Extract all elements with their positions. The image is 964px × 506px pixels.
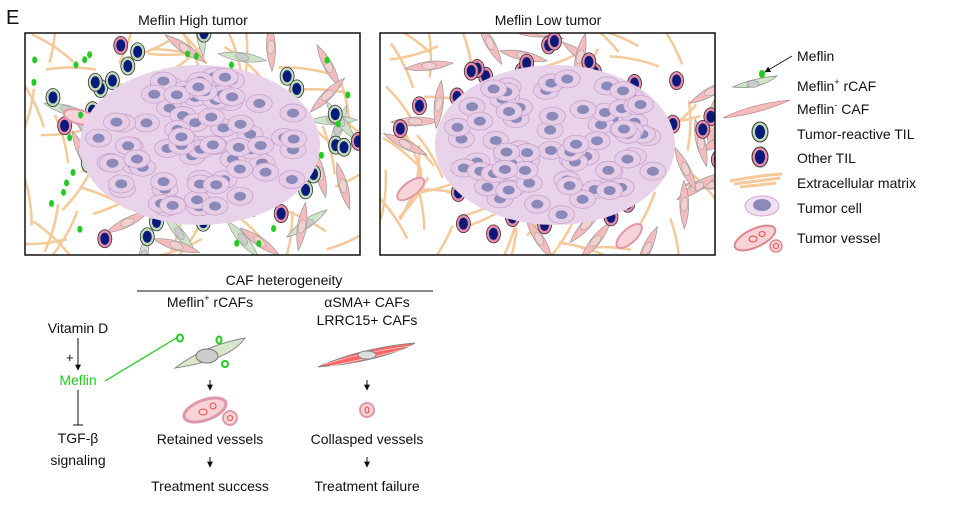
meflin-positive-rcaf (195, 33, 206, 58)
ecm-fiber (380, 196, 409, 240)
ecm-fiber (48, 33, 57, 63)
meflin-positive-rcaf-illustration (173, 333, 247, 369)
panel-title-high: Meflin High tumor (138, 12, 248, 28)
ecm-fiber (580, 245, 632, 251)
meflin-dot (82, 56, 88, 64)
ecm-fiber (117, 33, 136, 64)
meflin-dot-icon (759, 70, 765, 78)
caf-heterogeneity-schema: CAF heterogeneity Meflin+ rCAFs αSMA+ CA… (48, 272, 433, 494)
ecm-fiber (380, 169, 388, 220)
tumor-vessel-icon (733, 224, 783, 253)
ecm-fiber (456, 33, 474, 69)
signaling-label: signaling (50, 452, 105, 468)
ecm-fiber (656, 33, 684, 65)
ecm-fiber (278, 66, 329, 75)
ecm-fiber (25, 88, 36, 138)
meflin-dot (185, 50, 191, 58)
meflin-low-tumor-panel (380, 33, 715, 274)
ecm-fiber (284, 211, 294, 255)
meflin-dot (193, 52, 199, 60)
ecm-fiber (389, 42, 415, 89)
plus-sign: + (66, 350, 74, 365)
ecm-fiber (382, 136, 423, 171)
extracellular-matrix-icon (729, 172, 783, 189)
legend-label-other-til: Other TIL (797, 150, 856, 166)
meflin-dot (73, 61, 79, 69)
ecm-fiber (25, 81, 46, 128)
panel-title-low: Meflin Low tumor (495, 12, 602, 28)
meflin-high-tumor-panel (25, 33, 360, 255)
schema-heading: CAF heterogeneity (226, 272, 343, 288)
meflin-dot (335, 120, 341, 128)
meflin-dot (32, 56, 38, 64)
ecm-fiber (502, 227, 518, 255)
tumor-vessel (396, 176, 426, 202)
meflin-dot (318, 151, 324, 159)
meflin-dot (228, 61, 234, 69)
meflin-dot (48, 199, 54, 207)
collapsed-vessel-illustration (359, 402, 375, 418)
tgf-beta-label: TGF-β (58, 430, 99, 446)
meflin-dot (87, 51, 93, 59)
meflin-label: Meflin (59, 372, 96, 388)
ecm-fiber (32, 220, 71, 255)
meflin-dot (324, 56, 330, 64)
ecm-fiber (45, 66, 96, 71)
legend-label-tumor-cell: Tumor cell (797, 200, 862, 216)
ecm-fiber (243, 33, 249, 76)
ecm-fiber (173, 33, 208, 65)
legend-label-tumor-vessel: Tumor vessel (797, 230, 881, 246)
ecm-fiber (609, 55, 660, 68)
meflin-pointer-arrow (764, 55, 793, 73)
legend-label-meflin: Meflin (797, 48, 834, 64)
meflin-dot (61, 188, 67, 196)
ecm-fiber (416, 134, 444, 179)
ecm-fiber (31, 33, 75, 63)
meflin-dot (345, 91, 351, 99)
treatment-success-label: Treatment success (151, 478, 269, 494)
meflin-negative-caf-icon (722, 99, 791, 119)
retained-vessel-illustration (182, 396, 238, 426)
ecm-fiber (669, 218, 681, 255)
legend-label-meflin-rcaf: Meflin+ rCAF (797, 77, 876, 94)
meflin-dot (64, 179, 70, 187)
meflin-dot (31, 78, 37, 86)
collapsed-vessels-label: Collasped vessels (311, 431, 424, 447)
vitamin-d-label: Vitamin D (48, 320, 108, 336)
ecm-fiber (425, 225, 454, 255)
ecm-fiber (43, 203, 60, 253)
meflin-dot (256, 240, 262, 248)
legend: Meflin Meflin+ rCAF Meflin- CAF Tumor-re… (722, 48, 916, 253)
legend-label-ecm: Extracellular matrix (797, 175, 916, 191)
panel-frame-high (24, 32, 361, 256)
panel-frame-low (379, 32, 716, 256)
other-til (710, 151, 715, 168)
caf-column-title-2: LRRC15+ CAFs (317, 312, 418, 328)
panel-label: E (6, 7, 19, 29)
alpha-sma-caf-illustration (317, 342, 416, 368)
meflin-dot (234, 239, 240, 247)
ecm-fiber (388, 33, 432, 54)
ecm-fiber (591, 33, 640, 48)
meflin-dot (78, 111, 84, 119)
retained-vessels-label: Retained vessels (157, 431, 264, 447)
meflin-connector-line (104, 336, 179, 382)
ecm-fiber (53, 114, 70, 164)
tumor-vessel (615, 223, 643, 250)
meflin-dot (77, 225, 83, 233)
meflin-negative-caf (521, 262, 569, 274)
treatment-failure-label: Treatment failure (314, 478, 420, 494)
rcaf-column-title: Meflin+ rCAFs (167, 293, 253, 310)
ecm-fiber (52, 210, 79, 255)
legend-label-meflin-caf: Meflin- CAF (797, 100, 869, 117)
meflin-dot (67, 134, 73, 142)
ecm-fiber (389, 45, 439, 61)
meflin-dot (70, 168, 76, 176)
meflin-dot (271, 225, 277, 233)
caf-column-title-1: αSMA+ CAFs (324, 294, 410, 310)
ecm-fiber (686, 100, 692, 151)
legend-label-tumor-reactive-til: Tumor-reactive TIL (797, 126, 915, 142)
ecm-fiber (326, 227, 360, 251)
